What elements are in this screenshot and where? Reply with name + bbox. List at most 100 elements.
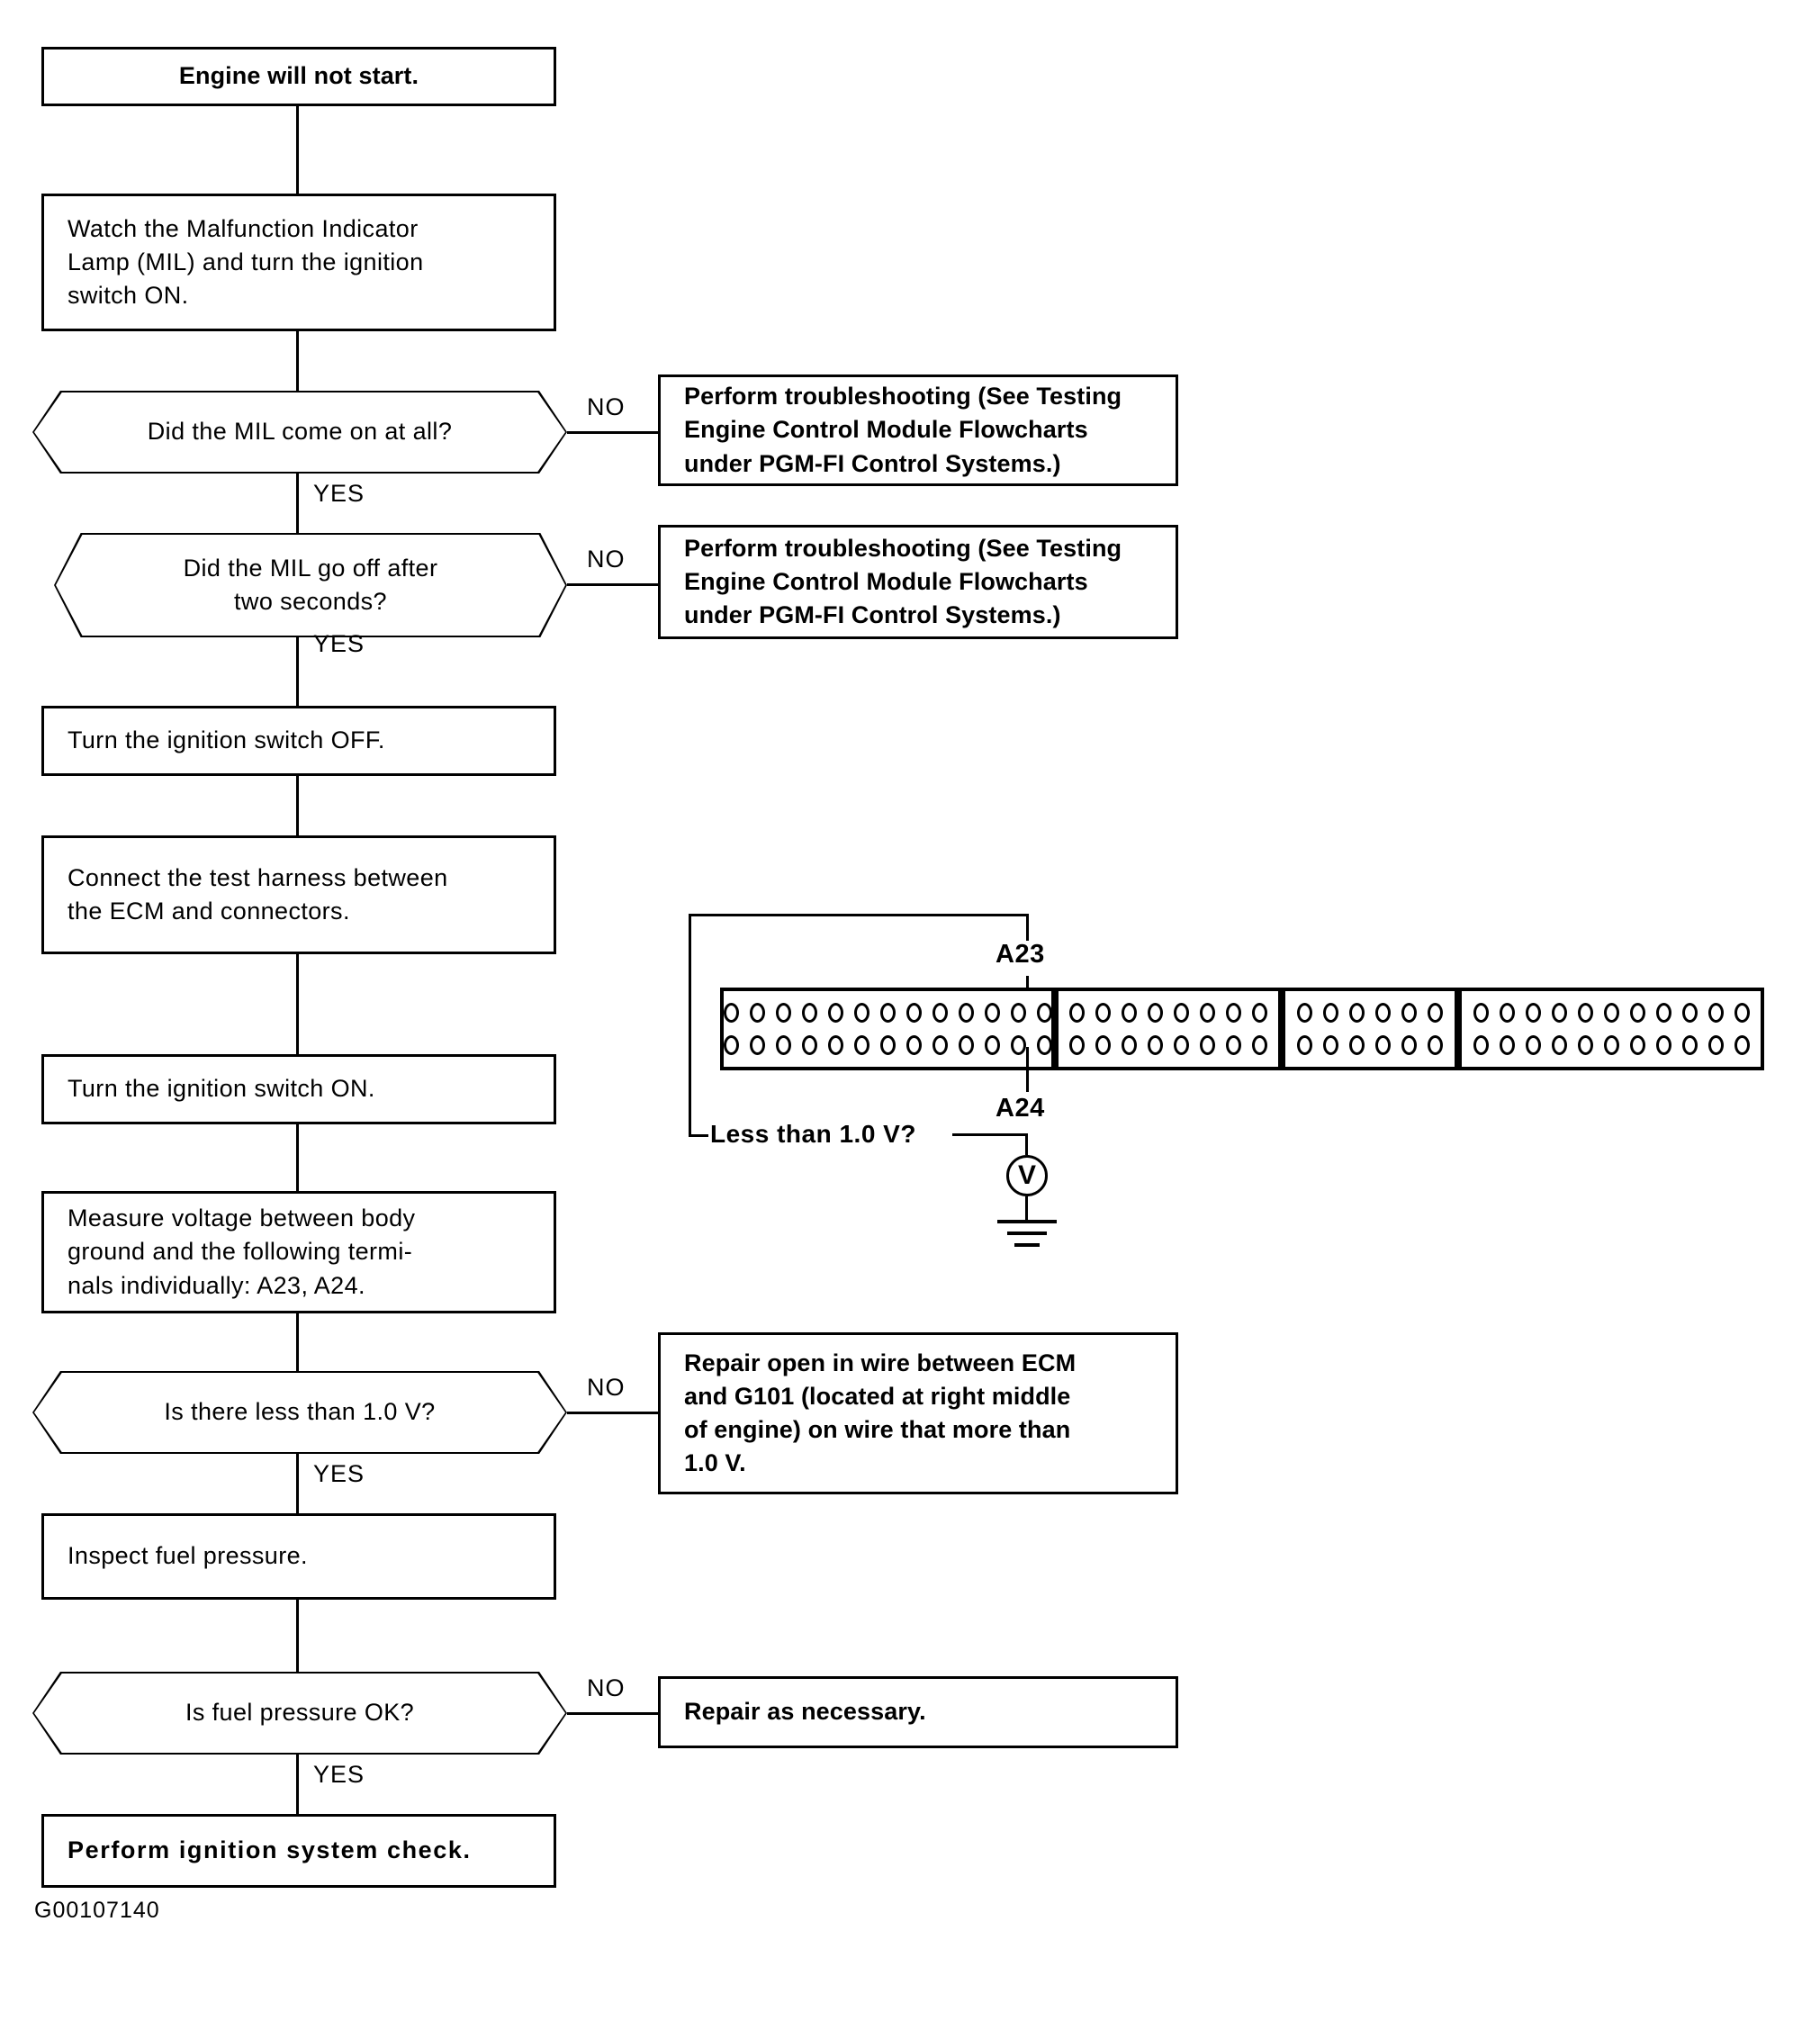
pin: [1525, 1003, 1541, 1024]
process-box-watch-mil-label: Watch the Malfunction Indicator Lamp (MI…: [68, 214, 424, 310]
pin: [984, 1034, 1000, 1055]
pin: [1323, 1034, 1338, 1055]
branch-label-yes-4: YES: [313, 1761, 365, 1788]
connector-block-d-row-bottom: [1473, 1034, 1750, 1055]
pin: [723, 1034, 739, 1055]
decision-mil-come-on-fill: [34, 392, 565, 472]
terminal-label-a23: A23: [996, 940, 1045, 969]
branch-yes-line-decision-1: [296, 474, 299, 533]
pin: [905, 1034, 922, 1055]
connector-harness-to-ignition-on: [296, 954, 299, 1054]
pin: [1297, 1034, 1312, 1055]
pin: [1095, 1003, 1111, 1024]
pin: [1603, 1003, 1619, 1024]
pin: [1323, 1003, 1338, 1024]
decision-mil-go-off-label: Did the MIL go off after two seconds?: [183, 554, 438, 615]
process-box-ignition-check-label: Perform ignition system check.: [68, 1836, 472, 1864]
connector-ignition-off-to-harness: [296, 776, 299, 835]
probe-bracket-vertical: [689, 914, 691, 1137]
pin: [1200, 1003, 1215, 1024]
pin: [1734, 1003, 1750, 1024]
outcome-box-repair-open: Repair open in wire between ECM and G101…: [658, 1332, 1178, 1494]
pin: [775, 1034, 791, 1055]
voltmeter-icon: V: [1006, 1155, 1048, 1196]
pin: [1174, 1034, 1189, 1055]
connector-block-b: [1055, 988, 1282, 1070]
pin: [1226, 1003, 1241, 1024]
pin: [958, 1034, 974, 1055]
pin: [1148, 1034, 1163, 1055]
decision-mil-come-on-label: Did the MIL come on at all?: [147, 418, 453, 446]
pin: [1499, 1034, 1515, 1055]
process-box-measure-voltage: Measure voltage between body ground and …: [41, 1191, 556, 1313]
pin: [984, 1003, 1000, 1024]
connector-start-to-watch-mil: [296, 106, 299, 194]
branch-no-line-decision-2: [567, 583, 658, 586]
branch-label-no-3: NO: [587, 1374, 626, 1401]
process-box-connect-harness-label: Connect the test harness between the ECM…: [68, 863, 448, 925]
branch-no-line-decision-4: [567, 1712, 658, 1715]
pin: [723, 1003, 739, 1024]
probe-lead-horizontal: [952, 1133, 1028, 1136]
connector-block-b-row-top: [1069, 1003, 1267, 1024]
branch-yes-line-decision-4: [296, 1755, 299, 1814]
process-box-ignition-on: Turn the ignition switch ON.: [41, 1054, 556, 1124]
pin: [1401, 1034, 1417, 1055]
terminal-leader-a24: [1026, 1047, 1029, 1092]
pin: [1499, 1003, 1515, 1024]
pin: [1655, 1003, 1671, 1024]
connector-watch-mil-to-decision-1: [296, 331, 299, 391]
process-box-inspect-fuel-label: Inspect fuel pressure.: [68, 1542, 308, 1570]
ground-icon-bar-3: [1014, 1243, 1040, 1247]
pin: [1525, 1034, 1541, 1055]
pin: [1603, 1034, 1619, 1055]
pin: [1681, 1034, 1698, 1055]
connector-block-d: [1458, 988, 1764, 1070]
pin: [749, 1003, 765, 1024]
ground-lead: [1025, 1196, 1028, 1220]
branch-no-line-decision-3: [567, 1412, 658, 1414]
probe-bracket-top: [689, 914, 1029, 916]
probe-bracket-drop-to-a23: [1026, 914, 1029, 941]
outcome-box-troubleshoot-1-label: Perform troubleshooting (See Testing Eng…: [684, 383, 1122, 477]
pin: [1069, 1003, 1085, 1024]
pin: [932, 1034, 948, 1055]
branch-label-no-1: NO: [587, 393, 626, 420]
pin: [1551, 1003, 1567, 1024]
pin: [1297, 1003, 1312, 1024]
pin: [905, 1003, 922, 1024]
pin: [1349, 1003, 1365, 1024]
ground-icon-bar-2: [1007, 1232, 1047, 1235]
pin: [1681, 1003, 1698, 1024]
process-box-ignition-off: Turn the ignition switch OFF.: [41, 706, 556, 776]
pin: [801, 1003, 817, 1024]
ground-icon-bar-1: [997, 1220, 1057, 1223]
branch-label-yes-3: YES: [313, 1460, 365, 1487]
pin: [1252, 1003, 1267, 1024]
pin: [827, 1003, 843, 1024]
pin: [1036, 1034, 1052, 1055]
pin: [932, 1003, 948, 1024]
terminal-label-a24: A24: [996, 1094, 1045, 1123]
decision-fuel-pressure-fill: [34, 1674, 565, 1753]
process-box-ignition-check: Perform ignition system check.: [41, 1814, 556, 1888]
connector-block-c: [1282, 988, 1458, 1070]
branch-label-yes-1: YES: [313, 480, 365, 507]
outcome-box-troubleshoot-1: Perform troubleshooting (See Testing Eng…: [658, 374, 1178, 486]
pin: [1122, 1034, 1137, 1055]
decision-mil-go-off-fill: [56, 535, 565, 636]
decision-fuel-pressure: Is fuel pressure OK?: [32, 1672, 567, 1755]
process-box-start-label: Engine will not start.: [178, 62, 419, 90]
pin: [1401, 1003, 1417, 1024]
pin: [1375, 1034, 1391, 1055]
decision-less-than-1v-fill: [34, 1373, 565, 1452]
pin: [958, 1003, 974, 1024]
process-box-connect-harness: Connect the test harness between the ECM…: [41, 835, 556, 954]
branch-label-no-4: NO: [587, 1674, 626, 1701]
branch-no-line-decision-1: [567, 431, 658, 434]
probe-lead-to-meter: [1025, 1133, 1028, 1155]
outcome-box-troubleshoot-2-label: Perform troubleshooting (See Testing Eng…: [684, 534, 1122, 629]
figure-id-label: G00107140: [34, 1898, 160, 1923]
